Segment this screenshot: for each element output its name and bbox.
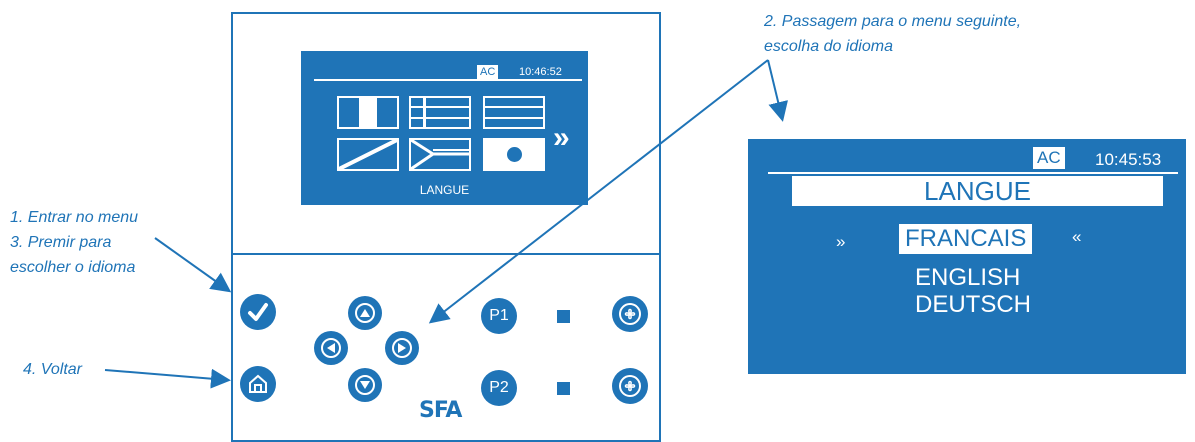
- flag-nordic-icon[interactable]: [409, 96, 471, 129]
- enter-button[interactable]: [240, 294, 276, 330]
- language-item[interactable]: ENGLISH: [915, 264, 1021, 291]
- panel-divider: [231, 253, 661, 255]
- selector-left-icon: »: [836, 232, 846, 251]
- language-item-selected[interactable]: FRANCAIS: [899, 224, 1033, 254]
- annotation-back: 4. Voltar: [23, 361, 82, 378]
- clock: 10:46:52: [519, 66, 562, 78]
- home-icon: [249, 374, 267, 393]
- clock-large: 10:45:53: [1095, 150, 1162, 169]
- flag-striped-icon[interactable]: [483, 96, 545, 129]
- brand-logo: SFA: [419, 398, 462, 423]
- flag-circle-icon[interactable]: [483, 138, 545, 171]
- small-display: AC 10:46:52 » LANGUE: [301, 51, 588, 205]
- up-button[interactable]: [348, 296, 382, 330]
- arrow-up-icon: [360, 309, 370, 317]
- indicator-1: [557, 310, 570, 323]
- annotation-arrows: [104, 59, 788, 389]
- arrow-right-icon: [398, 343, 406, 353]
- annotation-next-menu-1: 2. Passagem para o menu seguinte,: [764, 13, 1022, 30]
- mode-badge: AC: [477, 65, 499, 79]
- arrow-down-icon: [360, 381, 370, 389]
- title-bar: LANGUE: [792, 176, 1163, 206]
- arrow-to-home-button: [104, 368, 231, 389]
- display-top-line: [314, 79, 582, 81]
- arrow-to-big-screen: [767, 59, 788, 122]
- flag-france-icon[interactable]: [337, 96, 399, 129]
- next-chevron-icon: »: [553, 121, 570, 154]
- arrow-to-right-button: [428, 59, 769, 324]
- arrow-left-icon: [327, 343, 335, 353]
- home-button[interactable]: [240, 366, 276, 402]
- check-icon: [248, 303, 268, 321]
- annotation-enter-menu: 1. Entrar no menu: [10, 209, 139, 226]
- arrow-to-enter-button: [154, 237, 232, 293]
- right-button[interactable]: [385, 331, 419, 365]
- fan-icon: [624, 308, 636, 320]
- flag-chevron-icon[interactable]: [409, 138, 471, 171]
- display-top-line-large: [768, 172, 1178, 174]
- p2-label: P2: [489, 379, 509, 396]
- fan-button-2[interactable]: [612, 368, 648, 404]
- fan-icon: [624, 380, 636, 392]
- flag-diagonal-icon[interactable]: [337, 138, 399, 171]
- mode-badge-large: AC: [1033, 147, 1065, 169]
- left-button[interactable]: [314, 331, 348, 365]
- p1-label: P1: [489, 307, 509, 324]
- language-item[interactable]: DEUTSCH: [915, 291, 1032, 318]
- down-button[interactable]: [348, 368, 382, 402]
- p2-button[interactable]: P2: [481, 370, 517, 406]
- indicator-2: [557, 382, 570, 395]
- annotation-next-menu-2: escolha do idioma: [764, 38, 893, 55]
- p1-button[interactable]: P1: [481, 298, 517, 334]
- screen-title: LANGUE: [419, 183, 470, 197]
- selector-right-icon: «: [1072, 227, 1082, 246]
- large-display: AC 10:45:53 LANGUE » FRANCAIS « ENGLISH …: [748, 139, 1186, 374]
- fan-button-1[interactable]: [612, 296, 648, 332]
- annotation-press-choose-2: escolher o idioma: [10, 259, 136, 276]
- annotation-press-choose-1: 3. Premir para: [10, 234, 112, 251]
